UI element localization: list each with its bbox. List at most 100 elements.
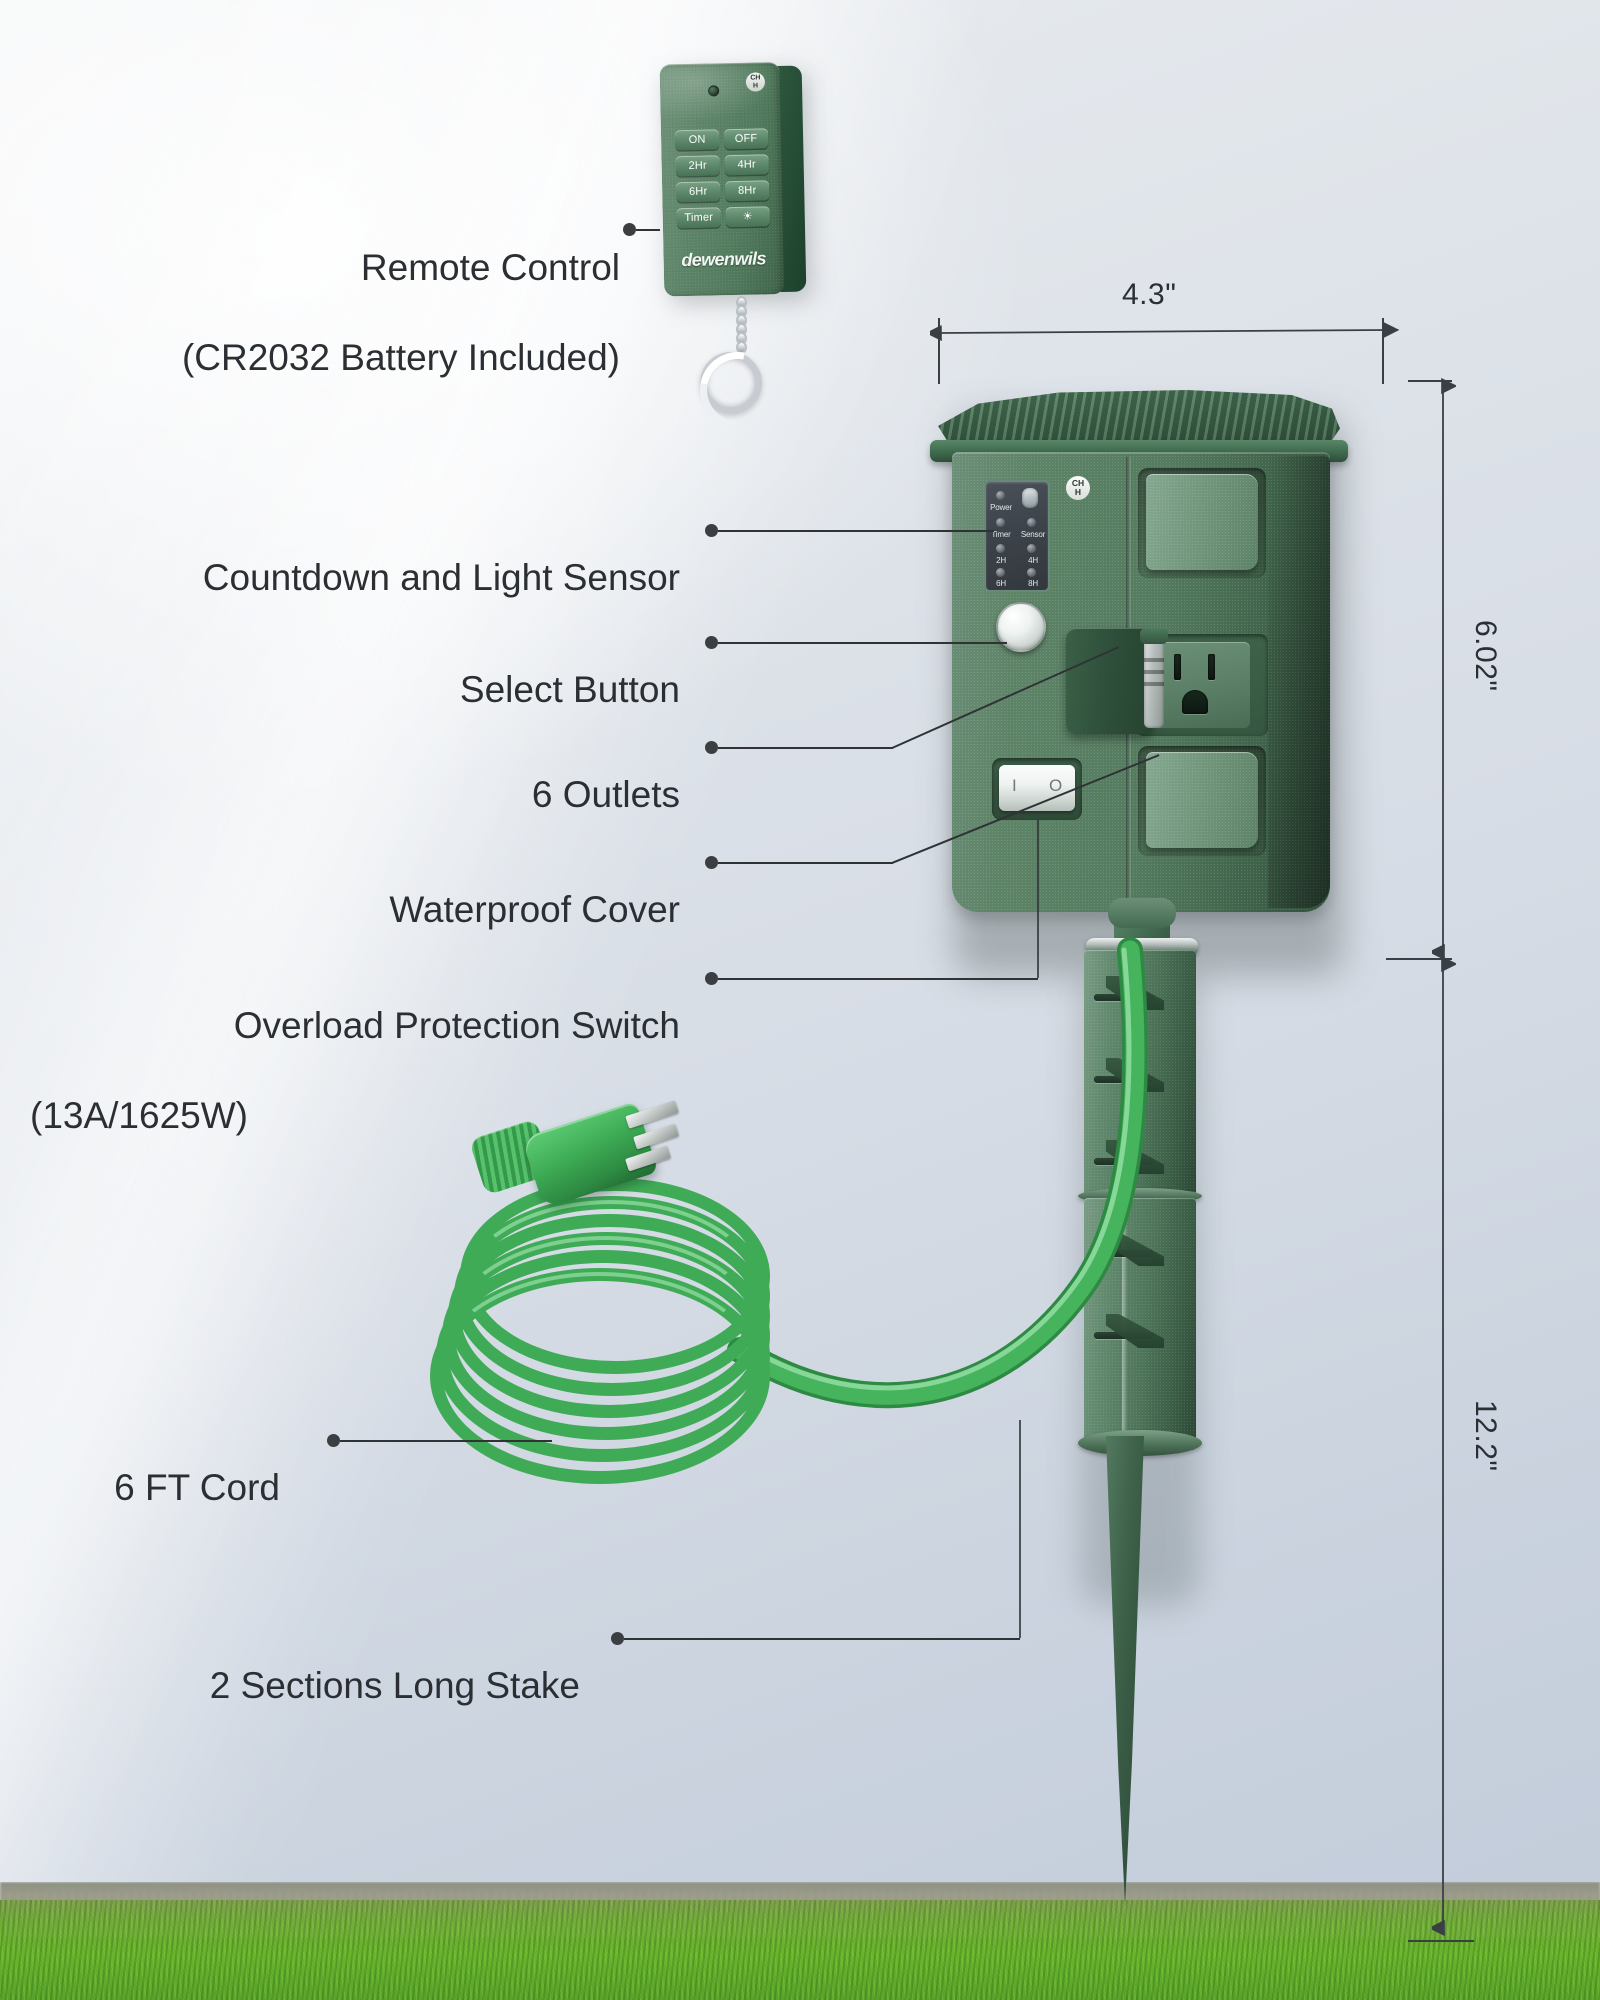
- remote-button-off[interactable]: OFF: [723, 128, 769, 150]
- callout-select-button: Select Button: [120, 622, 680, 757]
- remote-button-2hr[interactable]: 2Hr: [675, 155, 720, 177]
- callout-select-button-line1: Select Button: [459, 669, 680, 711]
- callout-dot-countdown-light-sensor: [705, 524, 718, 537]
- callout-line-waterproof-cover-a: [718, 862, 893, 864]
- outlet-face[interactable]: [1152, 642, 1250, 728]
- callout-remote-control: Remote Control (CR2032 Battery Included): [60, 200, 620, 426]
- cover-texture-bottom: [1146, 752, 1258, 848]
- select-button[interactable]: [996, 602, 1046, 652]
- housing-right-shadow: [1268, 456, 1330, 908]
- dimension-stake-tick-top: [1386, 958, 1452, 960]
- remote-button-4hr[interactable]: 4Hr: [724, 154, 769, 176]
- grass-strip: [0, 1882, 1600, 2000]
- callout-dot-six-outlets: [705, 741, 718, 754]
- callout-dot-six-ft-cord: [327, 1434, 340, 1447]
- waterproof-cover-top[interactable]: [1146, 474, 1258, 570]
- dimension-width-tick-left: [938, 318, 940, 384]
- led-label-power: Power: [990, 503, 1012, 512]
- led-label-6h: 6H: [996, 579, 1006, 588]
- callout-line-remote-control: [636, 229, 660, 231]
- callout-line-overload-b-svg: [1037, 820, 1039, 978]
- callout-six-outlets: 6 Outlets: [160, 727, 680, 862]
- housing-neck-cap: [1108, 898, 1176, 928]
- callout-two-sections-long-stake-line1: 2 Sections Long Stake: [209, 1665, 580, 1707]
- dimension-stake-height-label: 12.2": [1469, 1400, 1502, 1472]
- callout-dot-remote-control: [623, 223, 636, 236]
- callout-dot-waterproof-cover: [705, 856, 718, 869]
- callout-overload-protection-switch: Overload Protection Switch (13A/1625W): [30, 958, 680, 1184]
- dimension-housing-arrow: [1432, 377, 1456, 961]
- dimension-width-label: 4.3": [1122, 278, 1177, 311]
- dimension-width-arrow: [930, 322, 1400, 342]
- light-sensor-window: [1022, 488, 1038, 508]
- led-6h: [996, 568, 1005, 577]
- callout-waterproof-cover: Waterproof Cover: [120, 842, 680, 977]
- cover-hinge-cap: [1140, 628, 1168, 644]
- dimension-stake-tick-bottom: [1408, 1940, 1474, 1942]
- callout-dot-two-sections-long-stake: [611, 1632, 624, 1645]
- cord-line-inner: [730, 940, 1145, 1405]
- remote-button-on[interactable]: ON: [674, 129, 720, 151]
- callout-line-select-button: [718, 642, 1007, 644]
- callout-line-countdown-light-sensor: [718, 530, 994, 532]
- callout-countdown-light-sensor-line1: Countdown and Light Sensor: [202, 557, 680, 599]
- dimension-housing-tick-top: [1408, 380, 1452, 382]
- callout-waterproof-cover-line1: Waterproof Cover: [389, 889, 680, 931]
- dimension-housing-height-label: 6.02": [1469, 620, 1502, 692]
- callout-countdown-light-sensor: Countdown and Light Sensor: [20, 510, 680, 645]
- led-sensor: [1027, 518, 1036, 527]
- callout-dot-overload-protection-switch: [705, 972, 718, 985]
- dimension-stake-arrow: [1432, 955, 1456, 1937]
- callout-six-outlets-line1: 6 Outlets: [531, 774, 680, 816]
- cover-texture-top: [1146, 474, 1258, 570]
- callout-overload-protection-switch-line1: Overload Protection Switch: [233, 1005, 680, 1047]
- callout-six-ft-cord-line1: 6 FT Cord: [114, 1467, 280, 1509]
- callout-line-stake-b-svg: [1019, 1420, 1021, 1638]
- callout-remote-control-line1: Remote Control: [360, 247, 620, 289]
- waterproof-cover-open-flap[interactable]: [1066, 628, 1152, 734]
- led-label-sensor: Sensor: [1020, 530, 1046, 539]
- remote-button-timer[interactable]: Timer: [676, 207, 721, 229]
- keychain-ring: [700, 352, 762, 414]
- remote-button-8hr[interactable]: 8Hr: [725, 180, 770, 202]
- cord-path-svg: [727, 937, 1148, 1409]
- outlet-slot-neutral: [1174, 654, 1181, 680]
- led-label-4h: 4H: [1028, 556, 1038, 565]
- callout-two-sections-long-stake: 2 Sections Long Stake: [20, 1618, 580, 1753]
- led-2h: [996, 544, 1005, 553]
- cover-hinge-pin: [1144, 636, 1164, 728]
- cord-highlight: [739, 947, 1132, 1391]
- led-4h: [1027, 544, 1036, 553]
- grass-tips: [0, 1892, 1600, 1938]
- callout-line-six-outlets-a: [718, 747, 893, 749]
- callout-dot-select-button: [705, 636, 718, 649]
- led-8h: [1027, 568, 1036, 577]
- callout-line-stake-a: [624, 1638, 1020, 1640]
- led-label-8h: 8H: [1028, 579, 1038, 588]
- outlet-slot-hot: [1208, 654, 1215, 680]
- callout-overload-protection-switch-line2: (13A/1625W): [30, 1095, 248, 1137]
- coil-highlight-3: [458, 1200, 764, 1392]
- led-timer: [996, 518, 1005, 527]
- waterproof-cover-bottom[interactable]: [1146, 752, 1258, 848]
- outlet-ground-hole: [1182, 690, 1208, 714]
- stake-section-lower: [1084, 1198, 1196, 1450]
- dimension-width-tick-right: [1382, 318, 1384, 384]
- callout-line-overload-a: [718, 978, 1038, 980]
- callout-line-six-ft-cord: [340, 1440, 552, 1442]
- callout-six-ft-cord: 6 FT Cord: [50, 1420, 280, 1555]
- led-label-timer: Timer: [991, 530, 1011, 539]
- countdown-light-sensor-panel: Power Timer Sensor 2H 4H 6H 8H: [984, 480, 1050, 592]
- remote-brand-logo: dewenwils: [681, 248, 767, 271]
- led-power: [996, 491, 1005, 500]
- keychain-chain: [736, 296, 747, 360]
- led-label-2h: 2H: [996, 556, 1006, 565]
- switch-on-mark: I: [1012, 776, 1017, 795]
- remote-button-light-icon[interactable]: ☀: [725, 206, 770, 228]
- remote-button-6hr[interactable]: 6Hr: [676, 181, 721, 203]
